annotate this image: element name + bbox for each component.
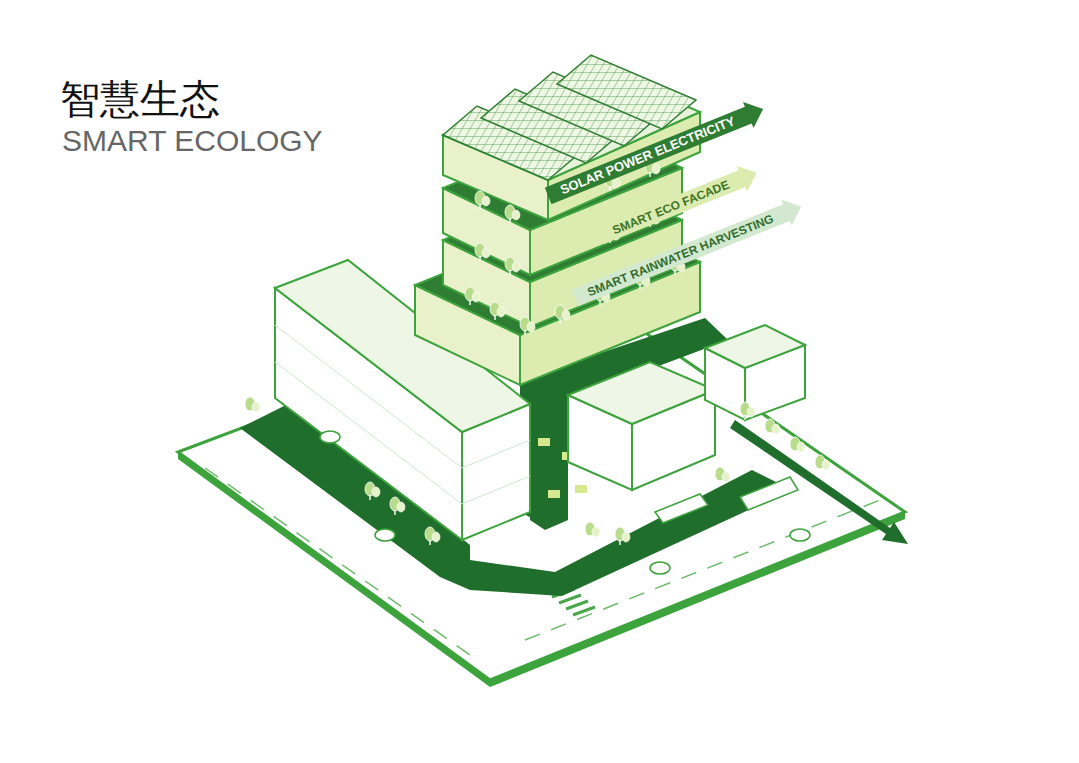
arrow-fill [543,96,769,209]
subtitle-label: SMART ECOLOGY [62,124,323,158]
arrow-fill [570,194,807,311]
diagram-title: 智慧生态 [60,72,220,127]
